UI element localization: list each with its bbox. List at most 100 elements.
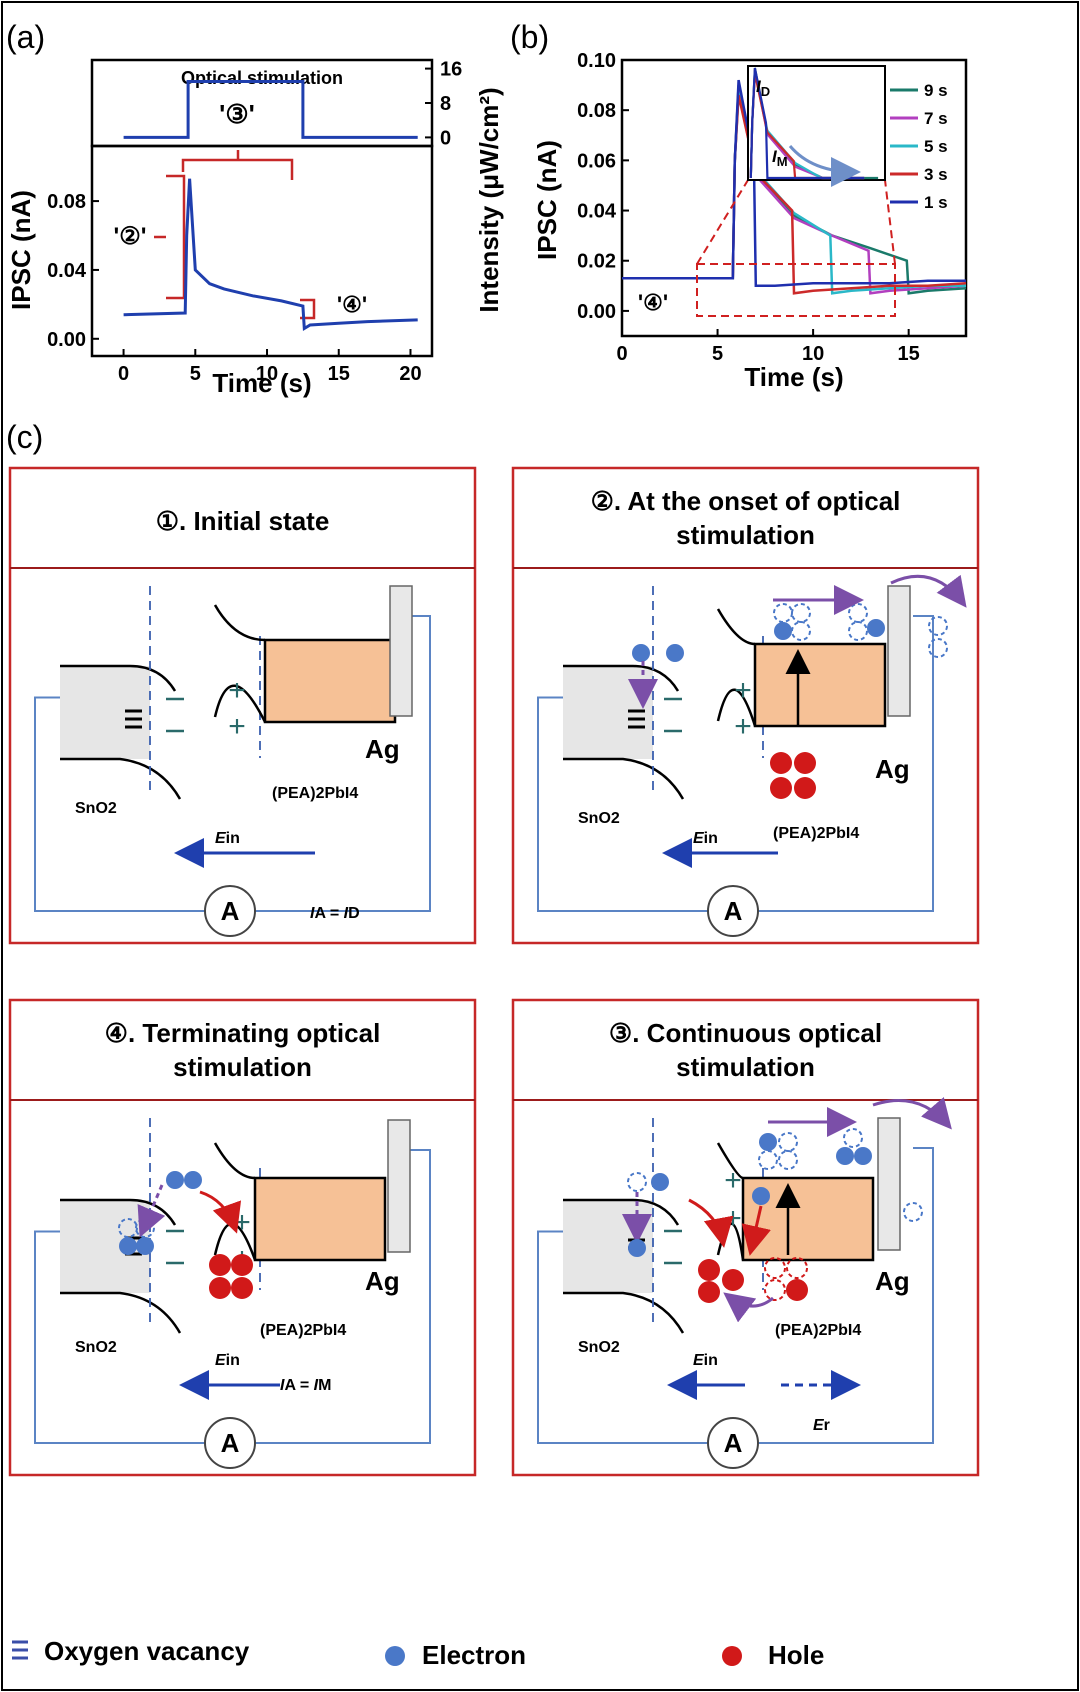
- bracket-stage2: [154, 174, 186, 300]
- a-intensity-line: [123, 80, 418, 139]
- a-ytick-label: 0.04: [47, 260, 87, 282]
- electron-vacated: [773, 603, 793, 623]
- hole: [231, 1277, 253, 1299]
- panel-title: stimulation: [676, 520, 815, 550]
- electron: [651, 1173, 669, 1191]
- perov-vb: [213, 684, 267, 723]
- legend-label: 3 s: [924, 165, 948, 184]
- ag-electrode: [389, 585, 413, 717]
- ammeter: [204, 885, 256, 937]
- electron-vacated: [778, 1132, 798, 1152]
- panel-onset: ②. At the onset of opticalstimulationA++…: [511, 466, 980, 945]
- electron-vacated: [903, 1202, 923, 1222]
- stim-label: Optical stimulation: [181, 68, 343, 88]
- electron-vacated: [848, 603, 868, 623]
- text: Ein: [215, 830, 240, 847]
- text: IA = IM: [280, 1377, 331, 1394]
- ag-label: Ag: [875, 754, 910, 784]
- inset-im: IM: [772, 147, 788, 169]
- hole: [794, 752, 816, 774]
- b-xlabel: Time (s): [744, 362, 843, 392]
- electron: [836, 1147, 854, 1165]
- electron: [666, 644, 684, 662]
- bottom-legend: Oxygen vacancy Electron Hole: [12, 1636, 824, 1670]
- panel-terminating: ④. Terminating opticalstimulationA++SnO2…: [8, 998, 477, 1477]
- b-ytick-label: 0.00: [577, 301, 616, 323]
- circuit-wire: [537, 1147, 934, 1444]
- plus-charge: +: [233, 1206, 251, 1239]
- text: (PEA)2PbI4: [773, 825, 859, 842]
- ammeter: [204, 1417, 256, 1469]
- a-y2tick-label: 0: [440, 127, 451, 149]
- hole: [794, 777, 816, 799]
- perovskite-block: [263, 638, 397, 724]
- electron-vacated: [928, 638, 948, 658]
- ammeter: [707, 1417, 759, 1469]
- electron-vacated: [778, 1150, 798, 1170]
- ammeter-label: A: [221, 1428, 240, 1458]
- plus-charge: +: [724, 1202, 742, 1235]
- perovskite-block: [753, 642, 887, 728]
- oxygen-vacancy-icon: [125, 709, 142, 729]
- sno2-cb: [563, 1198, 680, 1226]
- a-xtick-label: 15: [328, 363, 350, 385]
- hole: [770, 777, 792, 799]
- ag-electrode: [887, 585, 911, 717]
- electron-icon: [385, 1646, 405, 1666]
- electron-vacated: [791, 621, 811, 641]
- perov-cb: [213, 1142, 256, 1180]
- panel-continuous: ③. Continuous opticalstimulationA++SnO2(…: [511, 998, 980, 1477]
- b-ylabel: IPSC (nA): [532, 140, 562, 260]
- panel-title: ④. Terminating optical: [105, 1018, 381, 1048]
- b-xtick-label: 0: [616, 343, 627, 365]
- ag-label: Ag: [365, 734, 400, 764]
- electron-vacated: [843, 1128, 863, 1148]
- ipsc-axes-a: [90, 144, 434, 358]
- ag-electrode: [387, 1119, 411, 1253]
- circuit-wire: [34, 615, 431, 912]
- panel-title: ③. Continuous optical: [609, 1018, 882, 1048]
- perov-vb: [716, 688, 757, 727]
- text: (PEA)2PbI4: [775, 1322, 861, 1339]
- inset-box: [747, 65, 886, 181]
- plus-charge: +: [228, 710, 246, 743]
- hole-icon: [722, 1646, 742, 1666]
- stage3-label-a: '③': [219, 99, 255, 129]
- b-xtick-label: 10: [802, 343, 824, 365]
- a-y2tick-label: 8: [440, 93, 451, 115]
- electron: [774, 622, 792, 640]
- ammeter-label: A: [221, 896, 240, 926]
- extract-arrow: [872, 1097, 952, 1130]
- label-c: (c): [6, 419, 43, 455]
- b-series-1s: [622, 79, 966, 288]
- legend-label: 1 s: [924, 193, 948, 212]
- text: SnO2: [578, 1339, 620, 1356]
- text: SnO2: [578, 810, 620, 827]
- bracket-stage4: [300, 298, 316, 320]
- electron: [752, 1187, 770, 1205]
- a-y2tick-label: 16: [440, 59, 462, 81]
- plus-charge: +: [734, 710, 752, 743]
- hole: [698, 1259, 720, 1281]
- hole-vacated: [786, 1257, 808, 1279]
- perov-cb: [213, 604, 266, 642]
- electron-extract-arrow: [890, 574, 967, 608]
- a-xlabel: Time (s): [212, 368, 311, 398]
- a-y2label: Intensity (μW/cm²): [474, 87, 504, 312]
- hole: [722, 1269, 744, 1291]
- ag-label: Ag: [875, 1266, 910, 1296]
- hole-injection-arrow: [688, 1198, 734, 1248]
- panel-frame: [8, 998, 477, 1477]
- a-xtick-label: 5: [190, 363, 201, 385]
- electron-vacated: [928, 616, 948, 636]
- plus-charge: +: [724, 1164, 742, 1197]
- a-ytick-label: 0.00: [47, 329, 86, 351]
- ipsc-axes-b: [620, 58, 968, 338]
- panel-title: stimulation: [676, 1052, 815, 1082]
- sno2-vb: [563, 1291, 685, 1334]
- hole: [231, 1254, 253, 1276]
- stage2-label-a: '②': [114, 223, 147, 250]
- label-a: (a): [6, 19, 45, 55]
